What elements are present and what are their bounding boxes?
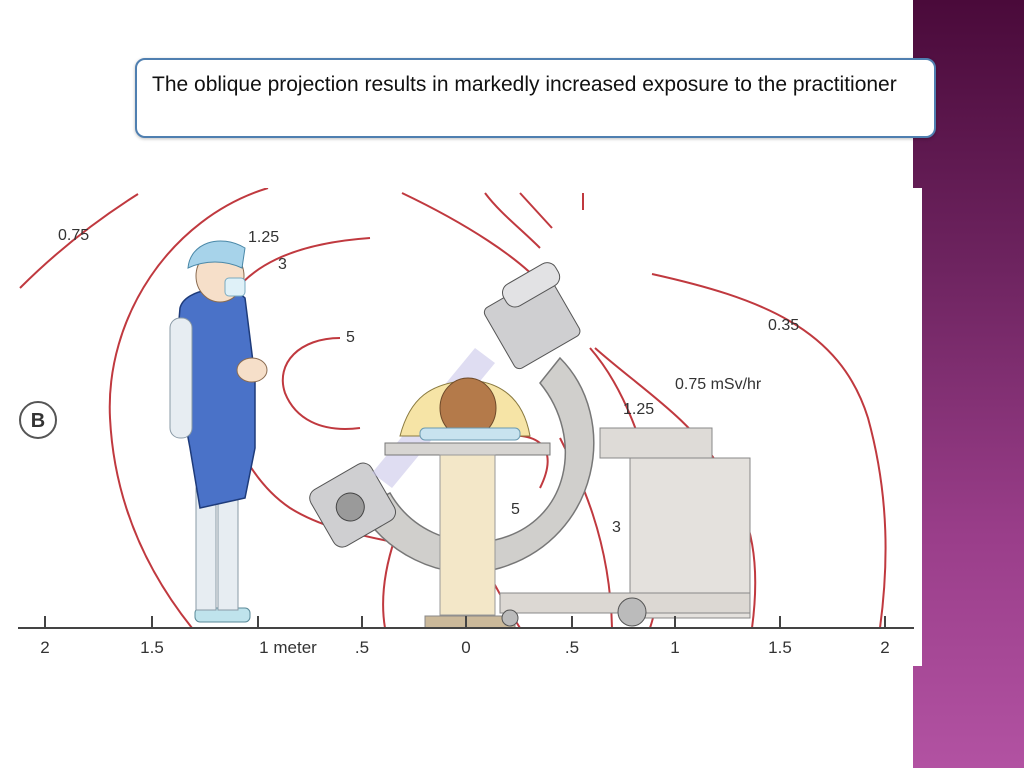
axis-tick-label: 1.5 [140,638,164,657]
isodose-label-075-unit: 0.75 mSv/hr [675,376,762,393]
isodose-curve-075-left [19,193,139,289]
isodose-curve-035 [651,273,887,629]
caption-text: The oblique projection results in marked… [152,73,897,96]
patient-figure [399,377,531,441]
isodose-label-5: 5 [346,329,355,346]
isodose-label-075: 0.75 [58,227,89,244]
isodose-label-5-bottom: 5 [511,501,520,518]
isodose-curve-top-a [401,192,546,289]
distance-axis: 2 1.5 1 meter .5 0 .5 1 1.5 2 [18,616,914,657]
isodose-curve-top-b [484,192,541,249]
surgical-mask [224,277,246,297]
axis-tick-label: .5 [355,638,369,657]
axis-tick-label: 1 [670,638,679,657]
image-intensifier-icon [483,262,581,370]
figure-label: B [31,410,45,432]
axis-tick-label: 2 [880,638,889,657]
c-arm-base [499,427,751,627]
patient-table [384,442,551,629]
figure-panel: 2 1.5 1 meter .5 0 .5 1 1.5 2 0.75 1.25 … [0,187,922,666]
isodose-label-125: 1.25 [248,229,279,246]
isodose-curve-top-c [519,192,553,229]
axis-tick-label: 1 meter [259,638,317,657]
axis-tick-label: .5 [565,638,579,657]
radiation-exposure-diagram: 2 1.5 1 meter .5 0 .5 1 1.5 2 0.75 1.25 … [18,187,914,657]
isodose-label-3-bottom: 3 [612,519,621,536]
isodose-curve-left-bottom [382,537,396,629]
x-ray-tube-icon [309,462,397,548]
surgical-cap [187,240,246,269]
isodose-label-035: 0.35 [768,317,799,334]
figure-label-badge: B [19,401,57,439]
axis-tick-label: 0 [461,638,470,657]
isodose-curve-5-left [281,337,361,430]
axis-tick-label: 1.5 [768,638,792,657]
axis-tick-label: 2 [40,638,49,657]
caption-box: The oblique projection results in marked… [135,58,936,138]
isodose-label-125-right: 1.25 [623,401,654,418]
isodose-curve-125-left [108,187,269,629]
practitioner-figure [169,240,268,623]
isodose-label-3: 3 [278,256,287,273]
